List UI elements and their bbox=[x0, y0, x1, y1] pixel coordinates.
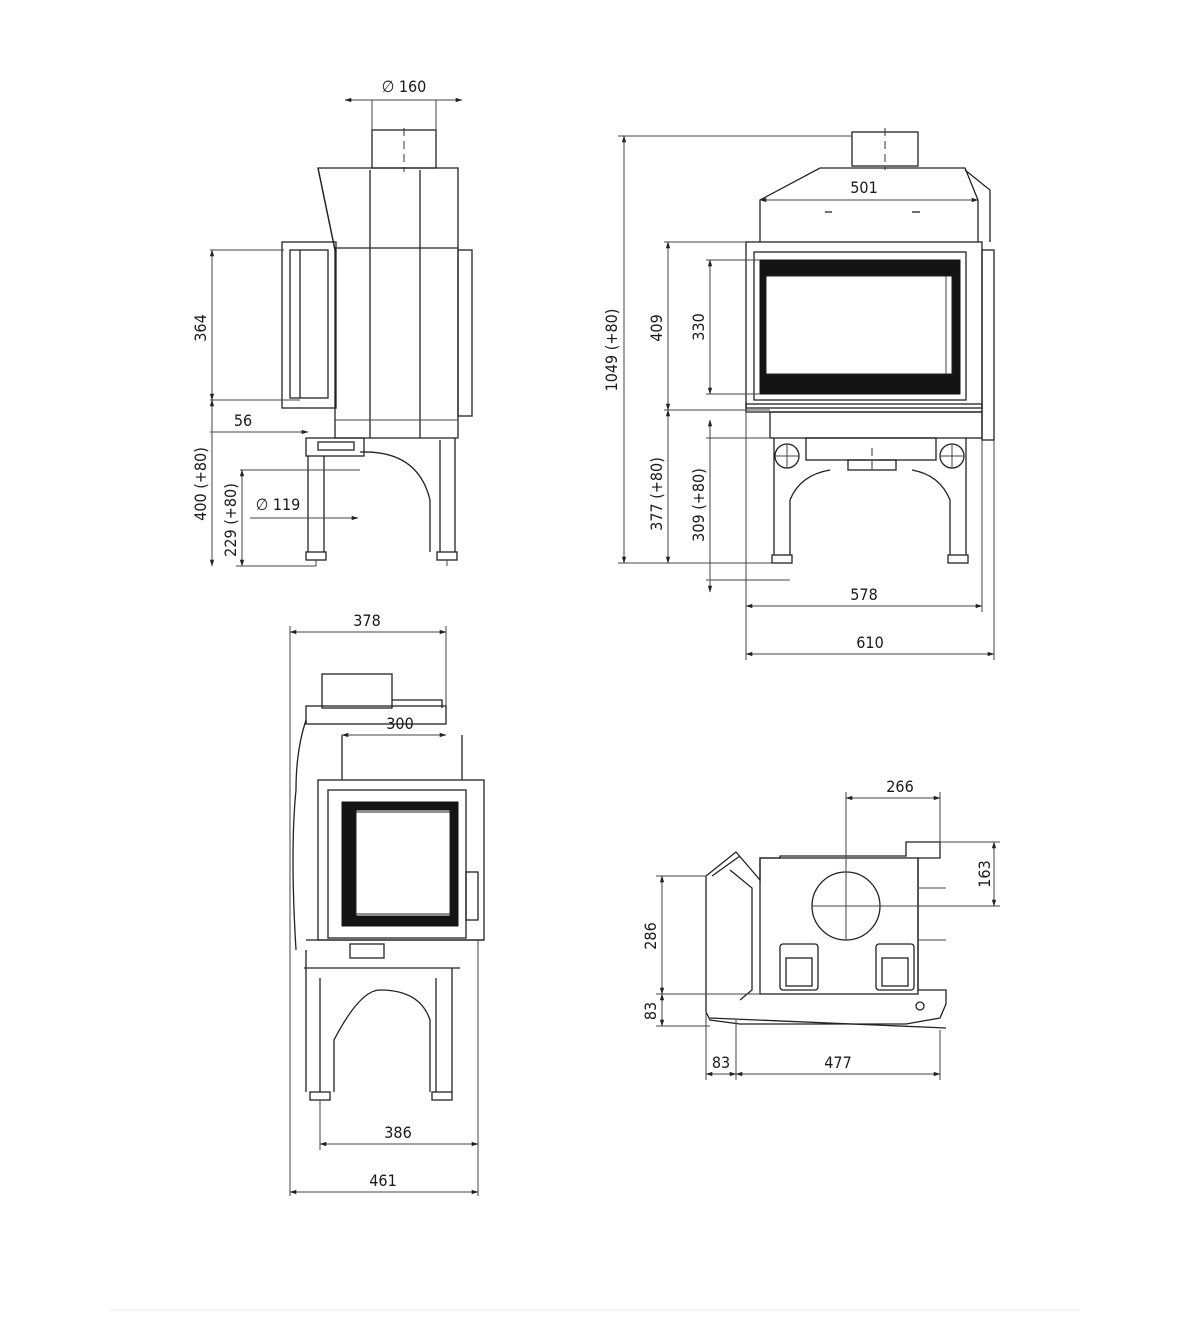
top-depth-label: 286 bbox=[641, 922, 660, 949]
top-side-offset-label: 83 bbox=[712, 1053, 730, 1072]
front-view: 501 1049 (+80) 409 330 377 (+80) 309 (+8… bbox=[602, 128, 995, 660]
side-offset-label: 56 bbox=[234, 411, 252, 430]
corner-top-width-label: 378 bbox=[353, 611, 380, 630]
corner-outer-width-label: 461 bbox=[369, 1171, 396, 1190]
top-width-label: 477 bbox=[824, 1053, 851, 1072]
front-outer-width-label: 610 bbox=[856, 633, 883, 652]
front-total-height-label: 1049 (+80) bbox=[602, 309, 621, 392]
corner-view: 378 300 386 461 bbox=[289, 611, 485, 1196]
side-flue-diameter-label: ∅ 160 bbox=[382, 77, 427, 96]
corner-inner-width-label: 300 bbox=[386, 714, 413, 733]
front-door-height-label: 409 bbox=[647, 314, 666, 341]
side-air-inlet-diameter-label: ∅ 119 bbox=[256, 495, 301, 514]
front-firebox-base-height-label: 377 (+80) bbox=[647, 457, 666, 531]
top-rear-offset-label: 83 bbox=[641, 1002, 660, 1020]
corner-leg-width-label: 386 bbox=[384, 1123, 411, 1142]
front-inner-width-label: 578 bbox=[850, 585, 877, 604]
front-hearth-height-label: 309 (+80) bbox=[689, 468, 708, 542]
front-glass-height-label: 330 bbox=[689, 313, 708, 340]
side-base-height-label: 400 (+80) bbox=[191, 447, 210, 521]
top-view: 266 163 286 83 83 477 bbox=[641, 777, 1000, 1080]
side-view: ∅ 160 364 56 400 (+80) bbox=[191, 77, 473, 567]
front-inner-top-width-label: 501 bbox=[850, 178, 877, 197]
side-air-inlet-height-label: 229 (+80) bbox=[221, 483, 240, 557]
top-flue-offset-y-label: 163 bbox=[975, 860, 994, 887]
side-door-height-label: 364 bbox=[191, 314, 210, 341]
top-flue-offset-x-label: 266 bbox=[886, 777, 913, 796]
